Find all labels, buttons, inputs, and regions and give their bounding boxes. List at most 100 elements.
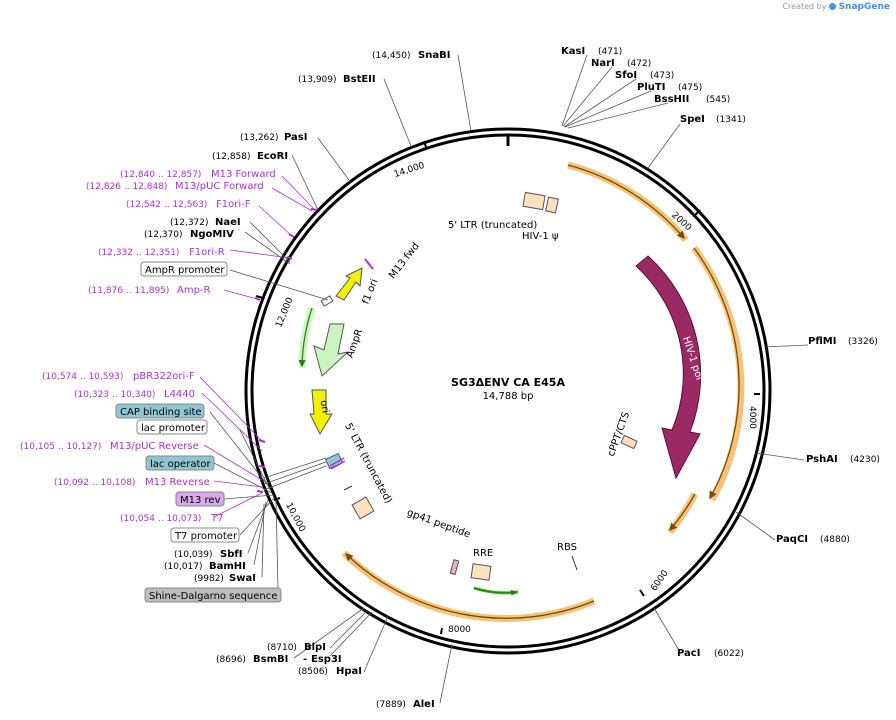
site-nari-pos: (472) xyxy=(627,59,651,69)
ori-arrow xyxy=(309,389,333,436)
f1-ori-label: f1 ori xyxy=(361,278,381,306)
ruler-label: 12,000 xyxy=(274,296,295,329)
site-swai-pos: (9982) xyxy=(194,574,224,584)
ori-label: ori xyxy=(317,399,330,414)
site-sbfi: SbfI xyxy=(220,549,242,560)
site-sbfi-pos: (10,039) xyxy=(174,550,213,560)
primer-f1ori-f-pos: (12,542 .. 12,563) xyxy=(126,200,207,210)
site-blpi-pos: (8710) xyxy=(267,643,297,653)
primer-t7: T7 xyxy=(210,513,223,524)
site-ecori-pos: (12,858) xyxy=(212,152,251,162)
site-bsshii: BssHII xyxy=(654,94,689,105)
site-labels-right: KasI (471) NarI (472) SfoI (473) PluTI (… xyxy=(561,46,880,659)
primer-l4440-pos: (10,323 .. 10,340) xyxy=(74,390,155,400)
site-pluti: PluTI xyxy=(637,82,665,93)
site-swai: SwaI xyxy=(229,573,256,584)
boxed-labels: AmpR promoter CAP binding site lac promo… xyxy=(115,261,282,603)
t7-promoter-label: T7 promoter xyxy=(174,531,238,542)
cap-binding-box xyxy=(115,403,205,419)
backbone-outer xyxy=(244,127,772,655)
ltr-bottom-label: 5' LTR (truncated) xyxy=(342,422,394,506)
primer-labels: (12,840 .. 12,857) M13 Forward (12,826 .… xyxy=(20,169,276,524)
site-snabi-pos: (14,450) xyxy=(372,51,411,61)
lac-operator-label: lac operator xyxy=(150,459,211,470)
primer-m13-fwd-pos: (12,840 .. 12,857) xyxy=(120,170,201,180)
site-spei: SpeI xyxy=(680,114,705,125)
lac-cluster xyxy=(324,452,353,491)
hiv-pol-arrow xyxy=(635,255,702,480)
site-paqci-pos: (4880) xyxy=(820,535,850,545)
ampr-promoter-feature xyxy=(320,295,334,307)
snapgene-logo-icon xyxy=(829,3,837,10)
primer-amp-r-pos: (11,876 .. 11,895) xyxy=(88,286,169,296)
primer-f1ori-r-pos: (12,332 .. 12,351) xyxy=(98,248,179,258)
rre-label: RRE xyxy=(473,548,493,559)
site-pasi-pos: (13,262) xyxy=(240,133,279,143)
ltr-bottom-box xyxy=(351,496,375,520)
site-alei-pos: (7889) xyxy=(376,700,406,710)
ltr-top-box xyxy=(522,191,546,211)
site-hpai: HpaI xyxy=(336,666,362,677)
credit-brand: SnapGene xyxy=(838,2,890,12)
connectors-left xyxy=(209,54,472,590)
lac-operator-box xyxy=(145,455,215,471)
primer-f1ori-f: F1ori-F xyxy=(216,199,251,210)
ampr-promoter-label: AmpR promoter xyxy=(145,265,225,276)
m13-fwd-label: M13 fwd xyxy=(387,241,422,281)
site-snabi: SnaBI xyxy=(418,50,450,61)
site-pshai-pos: (4230) xyxy=(850,455,880,465)
f1-ori-arrow xyxy=(335,267,363,301)
m13-fwd-marker xyxy=(364,258,374,270)
site-bsteii-pos: (13,909) xyxy=(298,75,337,85)
site-sfoi: SfoI xyxy=(615,70,637,81)
m13-rev-box xyxy=(175,491,225,507)
site-ngomiv-pos: (12,370) xyxy=(144,230,183,240)
cppt-box xyxy=(620,434,638,450)
ampr-arrow xyxy=(313,323,350,377)
site-paci: PacI xyxy=(677,648,700,659)
primer-t7-pos: (10,054 .. 10,073) xyxy=(120,514,201,524)
credit-prefix: Created by xyxy=(782,2,827,11)
site-nari: NarI xyxy=(591,58,615,69)
site-labels-bottom: (7889) AleI (8506) HpaI - Esp3I (8710) B… xyxy=(216,642,435,710)
ampr-promoter-box xyxy=(140,261,228,277)
ampr-inner-arrow xyxy=(298,306,316,369)
lac-promoter-label: lac promoter xyxy=(141,423,206,434)
site-kasi: KasI xyxy=(561,46,585,57)
site-alei: AleI xyxy=(413,699,435,710)
primer-pbr322: pBR322ori-F xyxy=(133,371,195,382)
site-bamhi: BamHI xyxy=(209,561,246,572)
site-bsteii: BstEII xyxy=(343,74,376,85)
site-esp3i-dash: - xyxy=(303,654,307,665)
hiv-psi-box xyxy=(545,196,559,214)
site-pflmi: PflMI xyxy=(808,336,836,347)
primer-m13puc-fwd-pos: (12,826 .. 12,848) xyxy=(86,182,167,192)
primer-connectors xyxy=(199,175,315,518)
rre-box xyxy=(470,563,492,581)
site-pasi: PasI xyxy=(284,132,307,143)
ampr-label: AmpR xyxy=(345,328,366,360)
ruler-label: 4000 xyxy=(747,406,757,429)
t7-promoter-box xyxy=(170,527,240,543)
plasmid-size: 14,788 bp xyxy=(483,391,534,402)
rbs-label: RBS xyxy=(557,542,577,553)
site-bamhi-pos: (10,017) xyxy=(164,562,203,572)
site-labels-left: (14,450) SnaBI (13,909) BstEII (13,262) … xyxy=(144,50,450,584)
site-bsmbi: BsmBI xyxy=(253,654,288,665)
site-pshai: PshAI xyxy=(806,454,838,465)
shine-dalgarno-box xyxy=(144,587,282,603)
site-pflmi-pos: (3326) xyxy=(848,337,878,347)
site-ecori: EcoRI xyxy=(257,151,288,162)
primer-m13-fwd: M13 Forward xyxy=(211,169,276,180)
primer-m13puc-rev-pos: (10,105 .. 10,127) xyxy=(20,442,101,452)
rbs-marker xyxy=(571,555,578,571)
cppt-label: cPPT/CTS xyxy=(606,411,632,458)
site-pluti-pos: (475) xyxy=(678,83,702,93)
primer-m13puc-fwd: M13/pUC Forward xyxy=(175,181,264,192)
site-kasi-pos: (471) xyxy=(598,47,622,57)
primer-amp-r: Amp-R xyxy=(177,285,211,296)
site-hpai-pos: (8506) xyxy=(298,667,328,677)
site-ngomiv: NgoMIV xyxy=(190,229,234,240)
site-naei: NaeI xyxy=(215,217,241,228)
